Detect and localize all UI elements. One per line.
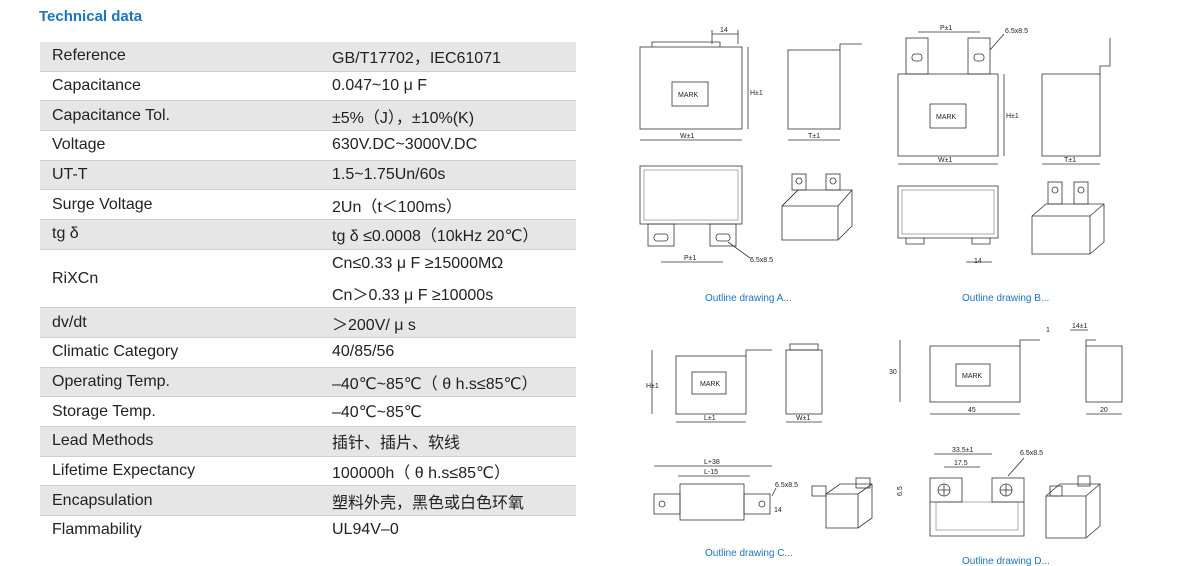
row-label: Reference bbox=[40, 42, 326, 72]
row-label: Operating Temp. bbox=[40, 366, 326, 397]
row-value: UL94V–0 bbox=[326, 514, 576, 545]
row-label: Encapsulation bbox=[40, 485, 326, 516]
row-value: ＞200V/ μ s bbox=[326, 307, 576, 338]
table-row: dv/dt＞200V/ μ s bbox=[40, 307, 576, 338]
d-hole: 6.5x8.5 bbox=[1020, 450, 1043, 457]
e-dim-14: 14±1 bbox=[1072, 323, 1088, 330]
c-hole: 6.5x8.5 bbox=[775, 482, 798, 489]
row-label: dv/dt bbox=[40, 307, 326, 338]
drawing-d: 33.5±1 17.5 6.5x8.5 6.5 Outline drawing … bbox=[897, 447, 1101, 566]
caption-d: Outline drawing D... bbox=[962, 556, 1050, 566]
row-label: Lead Methods bbox=[40, 425, 326, 457]
outline-drawings: 14 MARK H±1 W±1 T±1 P±1 6.5x8.5 Outline … bbox=[639, 25, 1123, 566]
drawing-b: P±1 6.5x8.5 MARK H±1 W±1 T±1 14 Outline … bbox=[897, 25, 1111, 304]
b-dim-p: P±1 bbox=[940, 25, 953, 32]
row-value: 40/85/56 bbox=[326, 336, 576, 368]
d-dim-33: 33.5±1 bbox=[952, 447, 973, 454]
row-label: Flammability bbox=[40, 514, 326, 545]
row-label: Surge Voltage bbox=[40, 189, 326, 220]
c-dim-l38: L+38 bbox=[704, 459, 720, 466]
row-value: 630V.DC~3000V.DC bbox=[326, 130, 576, 161]
e-mark: MARK bbox=[962, 373, 983, 380]
row-value: –40℃~85℃（ θ h.s≤85℃） bbox=[326, 366, 576, 397]
b-dim-w: W±1 bbox=[938, 157, 952, 164]
table-row: Storage Temp.–40℃~85℃ bbox=[40, 396, 576, 427]
row-value: ±5%（J），±10%(K) bbox=[326, 100, 576, 131]
row-value: Cn＞0.33 μ F ≥10000s bbox=[332, 286, 494, 304]
c-mark: MARK bbox=[700, 381, 721, 388]
e-dim-20: 20 bbox=[1100, 407, 1108, 414]
row-label: Capacitance Tol. bbox=[40, 100, 326, 131]
c-dim-l: L±1 bbox=[704, 415, 716, 422]
a-mark: MARK bbox=[678, 92, 699, 99]
row-label: tg δ bbox=[40, 219, 326, 250]
table-row: Cn＞0.33 μ F ≥10000s bbox=[40, 279, 576, 308]
e-dim-1: 1 bbox=[1046, 327, 1050, 334]
a-dim-t: T±1 bbox=[808, 133, 820, 140]
row-value: tg δ ≤0.0008（10kHz 20℃） bbox=[326, 219, 576, 250]
c-dim-w: W±1 bbox=[796, 415, 810, 422]
row-value: Cn≤0.33 μ F ≥15000MΩ bbox=[326, 248, 576, 279]
row-value: 100000h（ θ h.s≤85℃） bbox=[326, 455, 576, 486]
d-dim-6: 6.5 bbox=[897, 486, 904, 496]
table-row: Operating Temp.–40℃~85℃（ θ h.s≤85℃） bbox=[40, 366, 576, 397]
e-dim-45: 45 bbox=[968, 407, 976, 414]
row-value: 塑料外壳，黑色或白色环氧 bbox=[326, 485, 576, 516]
b-dim-t: T±1 bbox=[1064, 157, 1076, 164]
row-label: Voltage bbox=[40, 130, 326, 161]
caption-c: Outline drawing C... bbox=[705, 548, 793, 559]
a-dim-p: P±1 bbox=[684, 255, 697, 262]
c-dim-l15: L-15 bbox=[704, 469, 718, 476]
drawing-a: 14 MARK H±1 W±1 T±1 P±1 6.5x8.5 Outline … bbox=[639, 27, 862, 304]
row-value: 2Un（t＜100ms） bbox=[326, 189, 576, 220]
row-label: Capacitance bbox=[40, 70, 326, 101]
row-value: 0.047~10 μ F bbox=[326, 70, 576, 101]
drawing-e: 30 MARK 45 1 14±1 20 bbox=[889, 323, 1123, 415]
caption-a: Outline drawing A... bbox=[705, 293, 792, 304]
b-hole: 6.5x8.5 bbox=[1005, 28, 1028, 35]
c-dim-h: H±1 bbox=[646, 383, 659, 390]
section-title: Technical data bbox=[39, 8, 143, 25]
a-hole: 6.5x8.5 bbox=[750, 257, 773, 264]
c-dim-14: 14 bbox=[774, 507, 782, 514]
row-value: –40℃~85℃ bbox=[326, 396, 576, 427]
d-dim-17: 17.5 bbox=[954, 460, 968, 467]
row-label: Climatic Category bbox=[40, 336, 326, 368]
a-dim-w: W±1 bbox=[680, 133, 694, 140]
row-value: 插针、插片、软线 bbox=[326, 425, 576, 457]
drawing-c: H±1 MARK L±1 W±1 L+38 L-15 6.5x8.5 14 Ou… bbox=[646, 343, 873, 559]
b-dim-h: H±1 bbox=[1006, 113, 1019, 120]
table-row: Capacitance Tol.±5%（J），±10%(K) bbox=[40, 100, 576, 131]
row-value: GB/T17702，IEC61071 bbox=[326, 42, 576, 72]
a-dim-top: 14 bbox=[720, 27, 728, 34]
caption-b: Outline drawing B... bbox=[962, 293, 1049, 304]
row-label: Storage Temp. bbox=[40, 396, 326, 427]
row-label: RiXCn bbox=[40, 248, 326, 308]
row-label: UT-T bbox=[40, 159, 326, 190]
a-dim-h: H±1 bbox=[750, 90, 763, 97]
b-mark: MARK bbox=[936, 114, 957, 121]
b-dim-14: 14 bbox=[974, 258, 982, 265]
e-dim-30: 30 bbox=[889, 369, 897, 376]
row-label: Lifetime Expectancy bbox=[40, 455, 326, 486]
row-value: 1.5~1.75Un/60s bbox=[326, 159, 576, 190]
